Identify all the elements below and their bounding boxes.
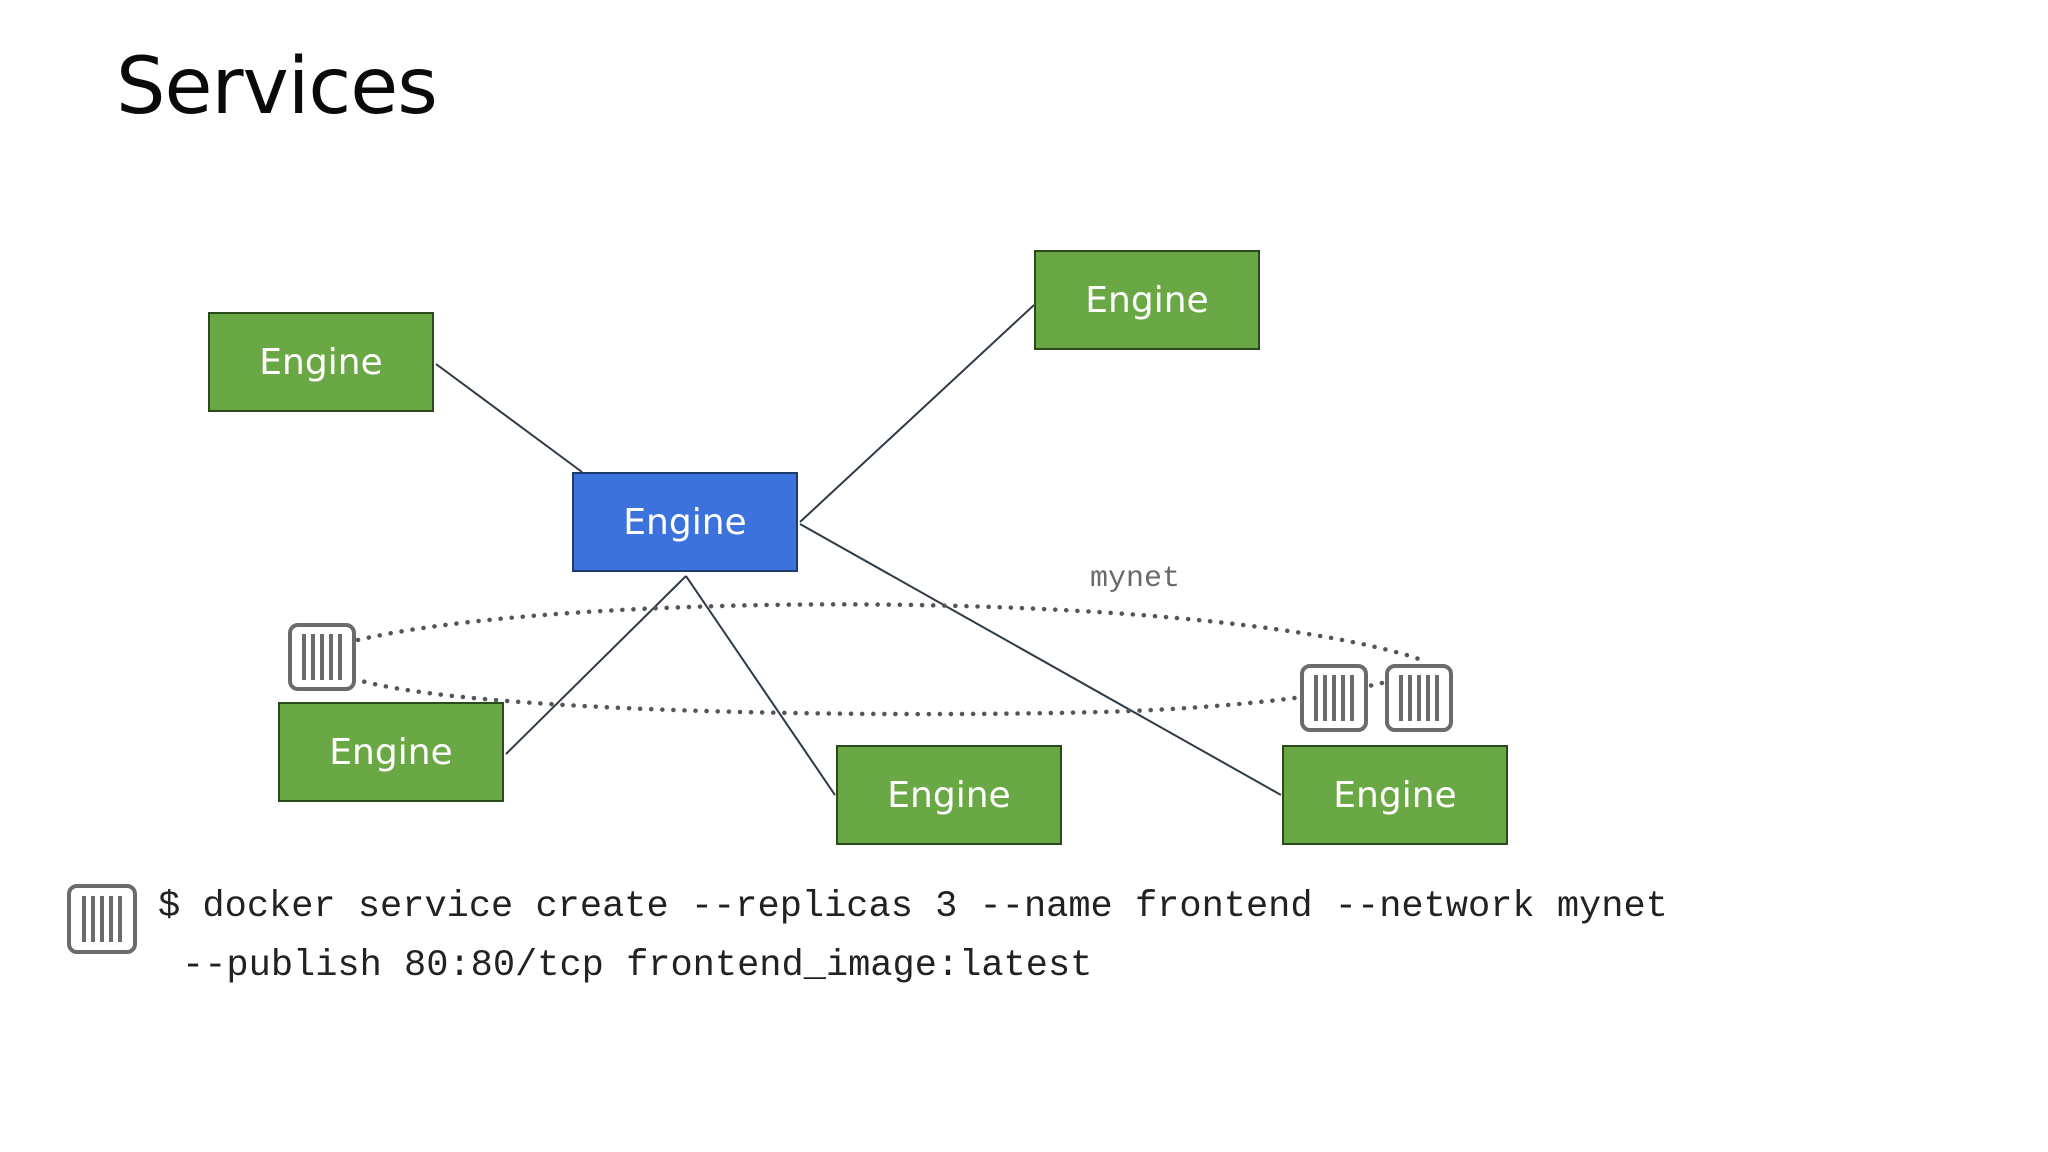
engine-node-manager: Engine (572, 472, 798, 572)
link-manager-top-right (799, 304, 1035, 523)
engine-label: Engine (887, 774, 1011, 816)
slide-title: Services (116, 42, 438, 132)
link-manager-bottom-left (505, 575, 687, 755)
container-icon (1300, 664, 1368, 732)
engine-label: Engine (1333, 774, 1457, 816)
engine-node-top-right: Engine (1034, 250, 1260, 350)
link-manager-top-left (435, 363, 583, 473)
container-icon (1385, 664, 1453, 732)
network-label: mynet (1090, 562, 1181, 596)
engine-node-bottom-right: Engine (1282, 745, 1508, 845)
engine-label: Engine (329, 731, 453, 773)
link-manager-bottom-right (799, 523, 1282, 796)
engine-label: Engine (623, 501, 747, 543)
container-icon (67, 884, 137, 954)
command-line-1: $ docker service create --replicas 3 --n… (158, 886, 1668, 928)
engine-node-bottom-left: Engine (278, 702, 504, 802)
engine-node-top-left: Engine (208, 312, 434, 412)
link-manager-bottom-middle (685, 575, 836, 796)
command-line-2: --publish 80:80/tcp frontend_image:lates… (182, 945, 1093, 987)
container-icon (288, 623, 356, 691)
engine-label: Engine (1085, 279, 1209, 321)
engine-label: Engine (259, 341, 383, 383)
engine-node-bottom-middle: Engine (836, 745, 1062, 845)
overlay-network-mynet (355, 602, 1426, 717)
